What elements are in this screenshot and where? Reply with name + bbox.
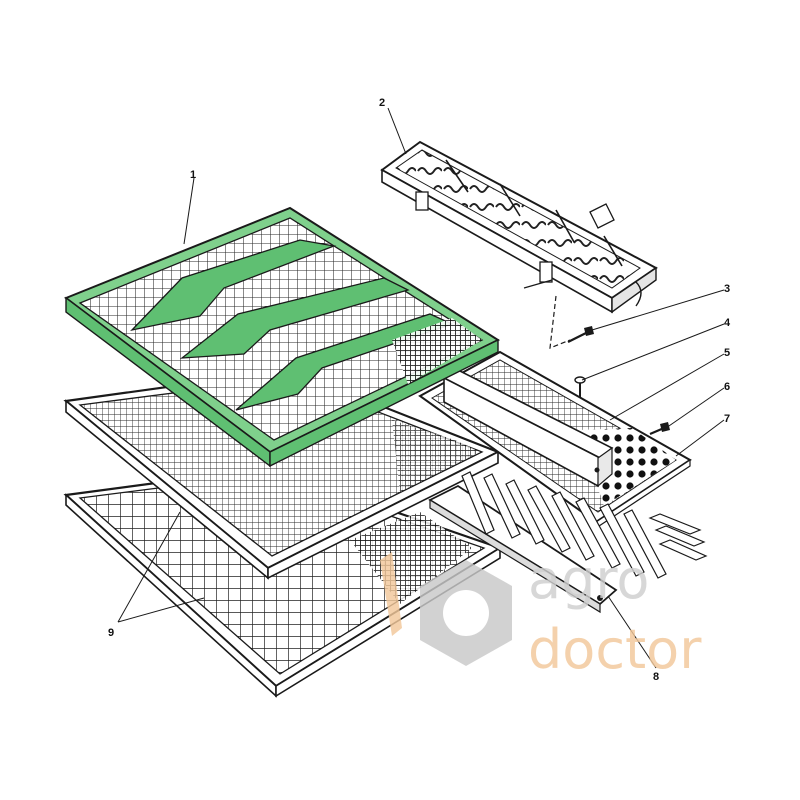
middle-sieve-frame: [63, 368, 501, 580]
callout-labels: 1 2 3 4 5 6 7 8 9: [108, 97, 731, 683]
callout-2: 2: [379, 97, 385, 109]
callout-7: 7: [724, 413, 730, 425]
hex-nut-icon: [420, 560, 512, 666]
callout-4: 4: [724, 317, 731, 329]
callout-9: 9: [108, 627, 114, 639]
callout-5: 5: [724, 347, 730, 359]
strip-bar: [442, 369, 614, 488]
watermark-line2: doctor: [528, 618, 702, 681]
bolt-3-icon: [567, 326, 594, 343]
watermark: agro doctor: [380, 548, 702, 681]
callout-3: 3: [724, 283, 730, 295]
watermark-line1: agro: [528, 548, 649, 611]
top-sieve-green: [63, 206, 501, 468]
finger-comb: [428, 471, 708, 614]
callout-8: 8: [653, 671, 659, 683]
upper-tray: [380, 140, 658, 349]
leader-lines: [117, 107, 725, 669]
callout-1: 1: [190, 169, 196, 181]
bolt-6-icon: [649, 422, 670, 436]
bolt-4-icon: [574, 376, 586, 398]
callout-6: 6: [724, 381, 730, 393]
